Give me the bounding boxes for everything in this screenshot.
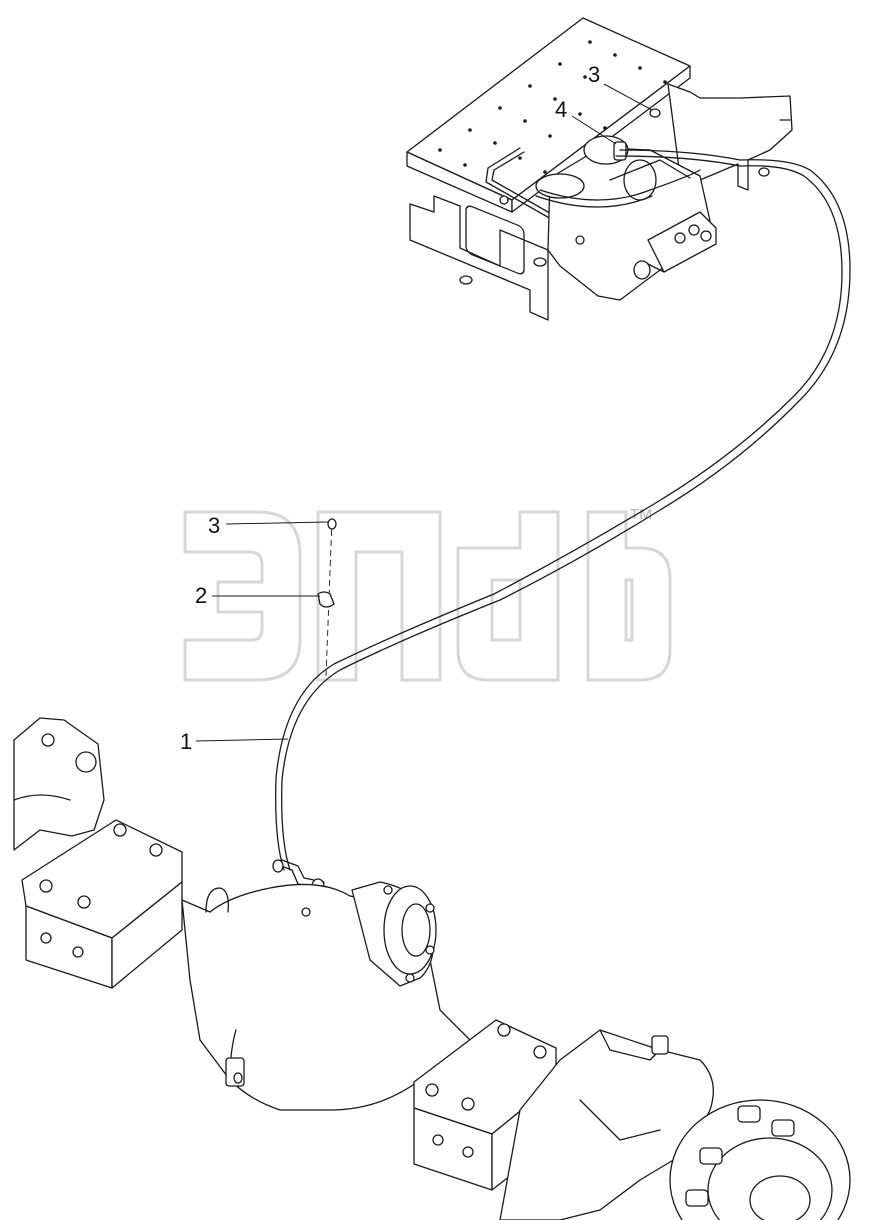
trademark-symbol: ™ [628, 503, 654, 533]
dash-guide [325, 519, 333, 677]
wheel-bolts [685, 1105, 795, 1207]
callout-4: 4 [555, 97, 617, 145]
clamp-top [613, 141, 627, 161]
clip-middle [317, 591, 335, 608]
callout-label-1: 1 [180, 729, 192, 754]
nut-middle [327, 518, 337, 530]
callout-1: 1 [180, 729, 289, 754]
hydraulic-hose [275, 149, 851, 871]
callout-label-2: 2 [195, 583, 207, 608]
nut-top [649, 108, 661, 118]
callout-2: 2 [195, 583, 320, 608]
callout-label-3-top: 3 [588, 62, 600, 87]
plate-handle [485, 147, 561, 225]
axle-assembly [13, 717, 851, 1220]
callout-3-top: 3 [588, 62, 653, 111]
callout-label-3-middle: 3 [208, 513, 220, 538]
callout-3-middle: 3 [208, 513, 329, 538]
callout-label-4: 4 [555, 97, 567, 122]
plate-holes [438, 40, 667, 174]
upper-assembly [406, 17, 793, 321]
watermark-logo: ™ [183, 503, 672, 682]
